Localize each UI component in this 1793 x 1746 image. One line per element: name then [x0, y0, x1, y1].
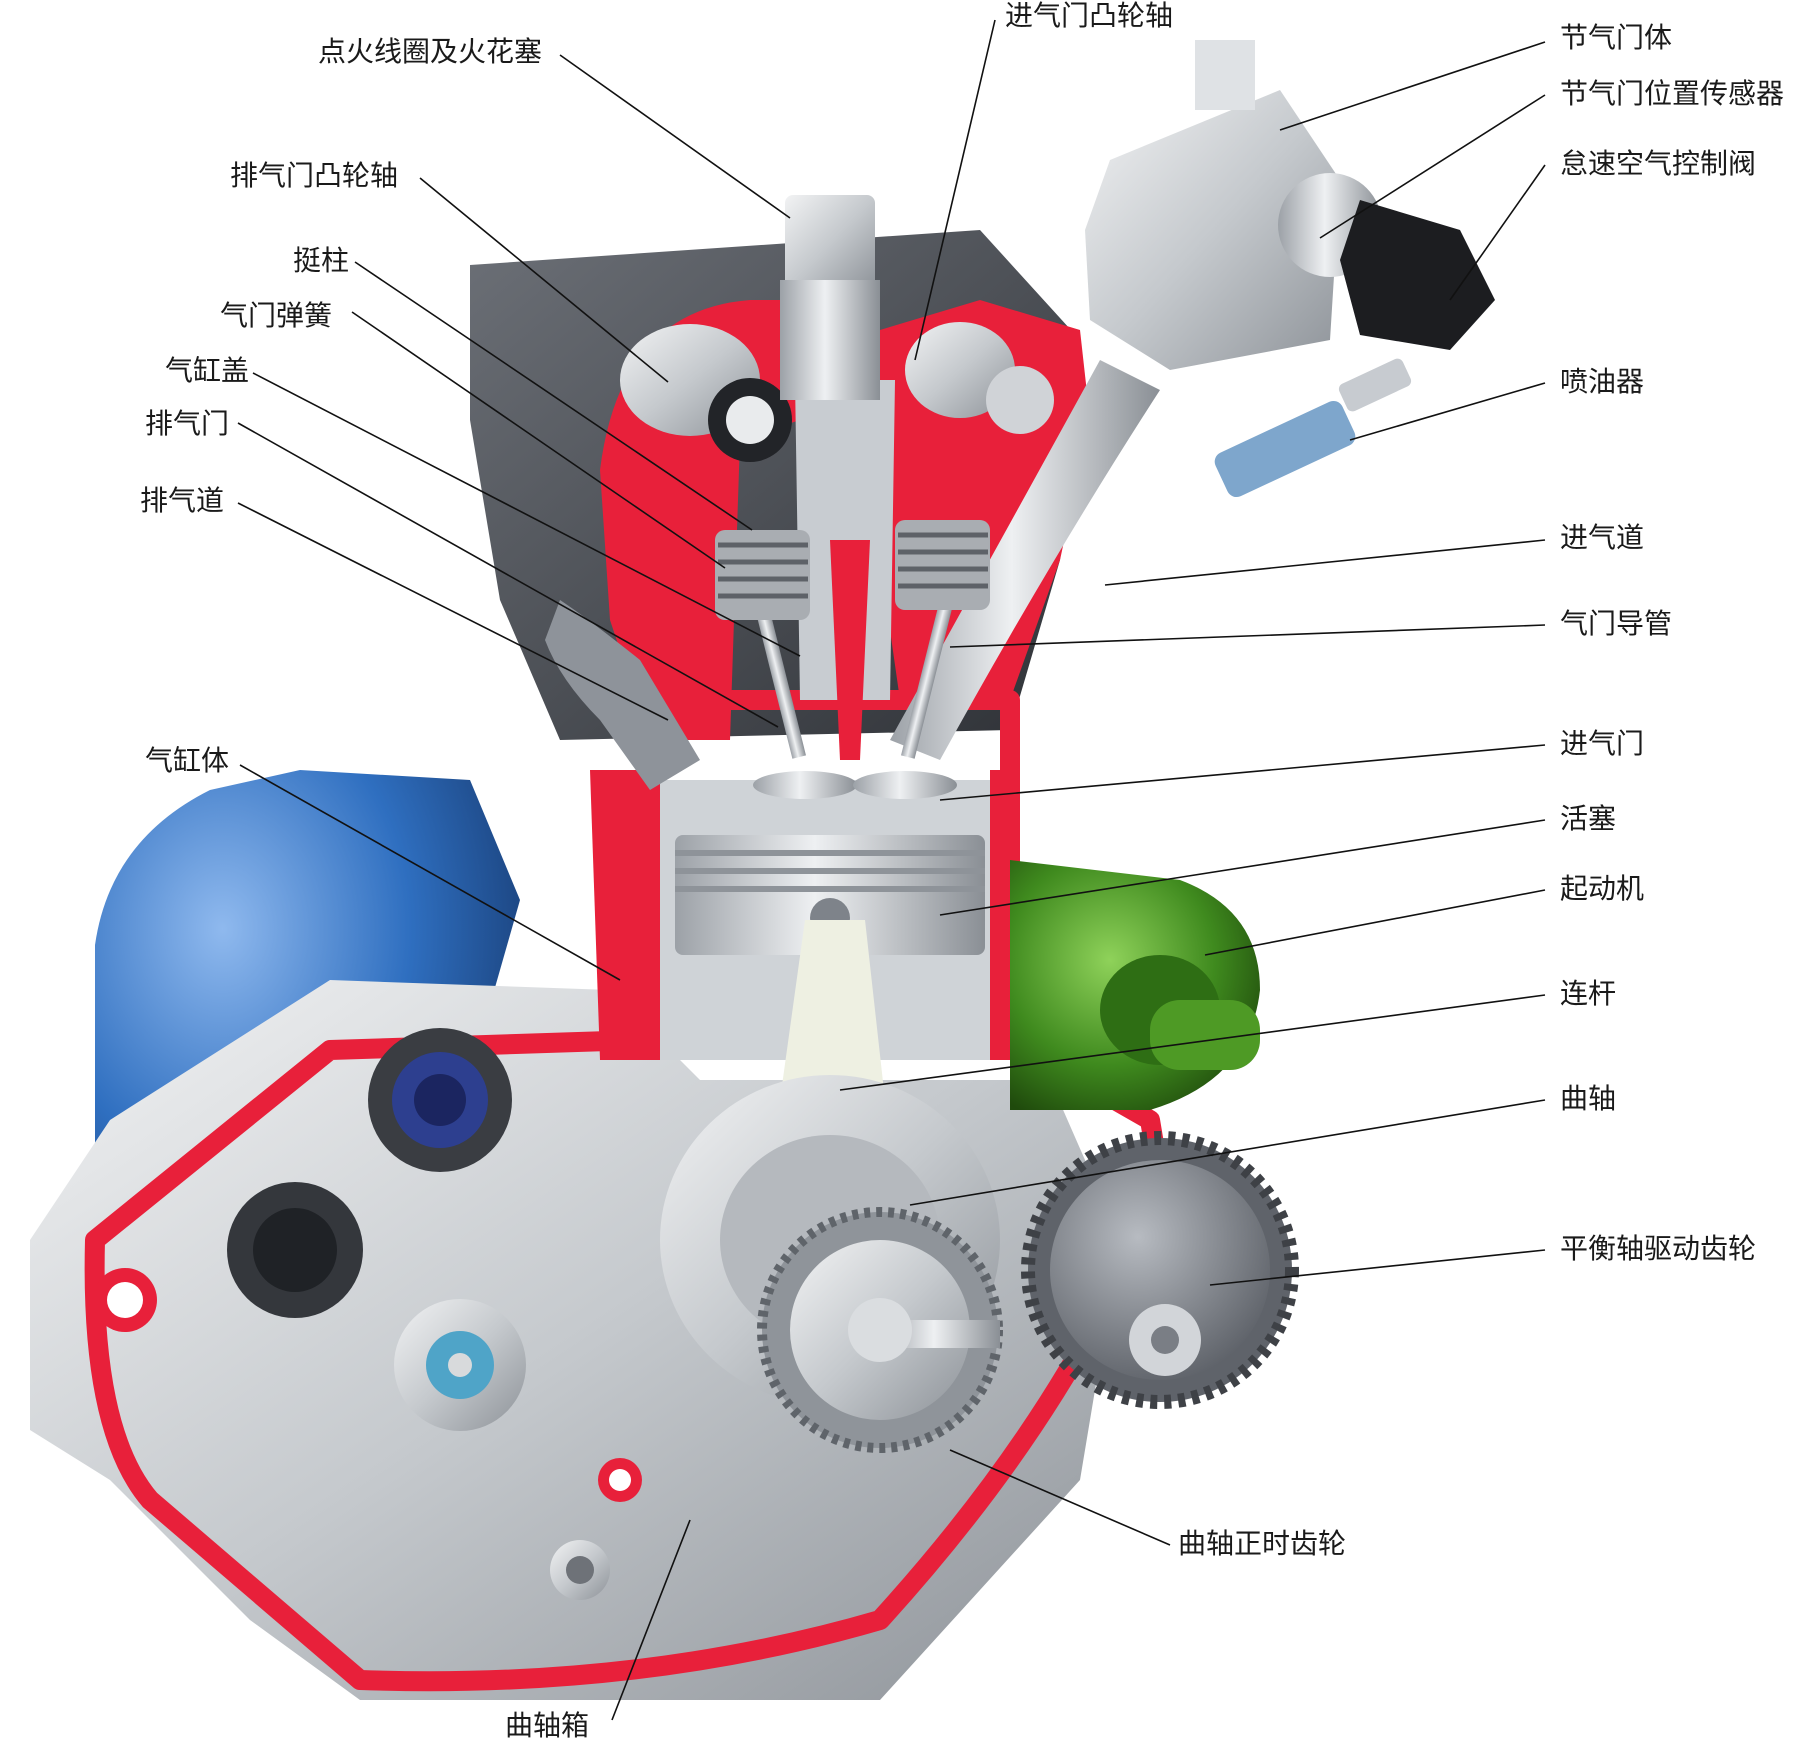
- intake-camshaft-shape: [905, 322, 1054, 434]
- leader-balance-shaft-drive-gear: [1209, 1249, 1546, 1286]
- label-ignition-coil: 点火线圈及火花塞: [318, 35, 543, 68]
- label-exhaust-port: 排气道: [140, 484, 225, 517]
- leader-intake-camshaft: [914, 19, 996, 361]
- leader-throttle-body: [1279, 41, 1546, 131]
- leader-starter: [1204, 889, 1546, 956]
- label-fuel-injector: 喷油器: [1560, 365, 1645, 398]
- label-exhaust-camshaft: 排气门凸轮轴: [230, 159, 399, 192]
- leader-ignition-coil: [559, 54, 791, 219]
- crankcase-bearings: [227, 1028, 610, 1600]
- leader-fuel-injector: [1349, 382, 1546, 441]
- label-valve-guide: 气门导管: [1560, 607, 1673, 640]
- leader-intake-port: [1104, 539, 1546, 586]
- leader-tappet: [354, 261, 753, 531]
- throttle-body-shape: [1085, 40, 1382, 370]
- label-connecting-rod: 连杆: [1560, 977, 1617, 1010]
- label-tappet: 挺柱: [293, 244, 350, 277]
- crankshaft-timing-gear-shape: [757, 1207, 1003, 1453]
- leader-cylinder-block: [239, 764, 621, 981]
- leader-piston: [939, 819, 1546, 916]
- leader-exhaust-camshaft: [419, 177, 669, 383]
- exhaust-camshaft-shape: [620, 324, 792, 462]
- leader-idle-air-control-valve: [1449, 164, 1546, 301]
- leader-exhaust-valve: [237, 422, 779, 728]
- label-cylinder-block: 气缸体: [145, 744, 230, 777]
- intake-valve-shape: [853, 561, 963, 799]
- leader-intake-valve: [939, 744, 1546, 801]
- label-intake-valve: 进气门: [1560, 727, 1645, 760]
- fuel-injector-shape: [1214, 358, 1412, 498]
- label-crankshaft-timing-gear: 曲轴正时齿轮: [1178, 1527, 1347, 1560]
- label-crankcase: 曲轴箱: [505, 1709, 590, 1742]
- leader-valve-guide: [949, 624, 1546, 648]
- intake-port-shape: [890, 360, 1160, 760]
- balance-shaft-gear-shape: [1021, 1131, 1299, 1409]
- leader-crankshaft: [909, 1099, 1546, 1206]
- label-intake-camshaft: 进气门凸轮轴: [1005, 0, 1174, 32]
- label-cylinder-head-cover: 气缸盖: [165, 354, 250, 387]
- leader-cylinder-head-cover: [252, 372, 801, 657]
- label-exhaust-valve: 排气门: [145, 407, 230, 440]
- label-starter: 起动机: [1560, 872, 1645, 905]
- label-piston: 活塞: [1560, 802, 1617, 835]
- idle-air-control-valve-shape: [1340, 200, 1495, 350]
- leader-connecting-rod: [839, 994, 1546, 1091]
- label-balance-shaft-drive-gear: 平衡轴驱动齿轮: [1560, 1232, 1757, 1265]
- connecting-rod-shape: [780, 920, 885, 1100]
- leader-exhaust-port: [237, 502, 669, 721]
- piston-shape: [675, 835, 985, 955]
- label-crankshaft: 曲轴: [1560, 1082, 1617, 1115]
- label-throttle-body: 节气门体: [1560, 21, 1673, 54]
- leader-crankcase: [611, 1519, 691, 1721]
- exhaust-port-shape: [545, 600, 700, 790]
- label-intake-port: 进气道: [1560, 521, 1645, 554]
- leader-lines: [237, 19, 1546, 1721]
- label-valve-spring: 气门弹簧: [220, 299, 333, 332]
- label-throttle-position-sensor: 节气门位置传感器: [1560, 77, 1785, 110]
- intake-valve-spring-shape: [895, 520, 990, 610]
- exhaust-valve-spring-shape: [715, 530, 810, 620]
- leader-valve-spring: [351, 311, 726, 569]
- starter-motor-shape: [1010, 860, 1260, 1110]
- ignition-coil-shape: [780, 195, 880, 400]
- label-idle-air-control-valve: 怠速空气控制阀: [1560, 147, 1757, 180]
- leader-crankshaft-timing-gear: [949, 1449, 1171, 1546]
- leader-throttle-position-sensor: [1319, 94, 1546, 239]
